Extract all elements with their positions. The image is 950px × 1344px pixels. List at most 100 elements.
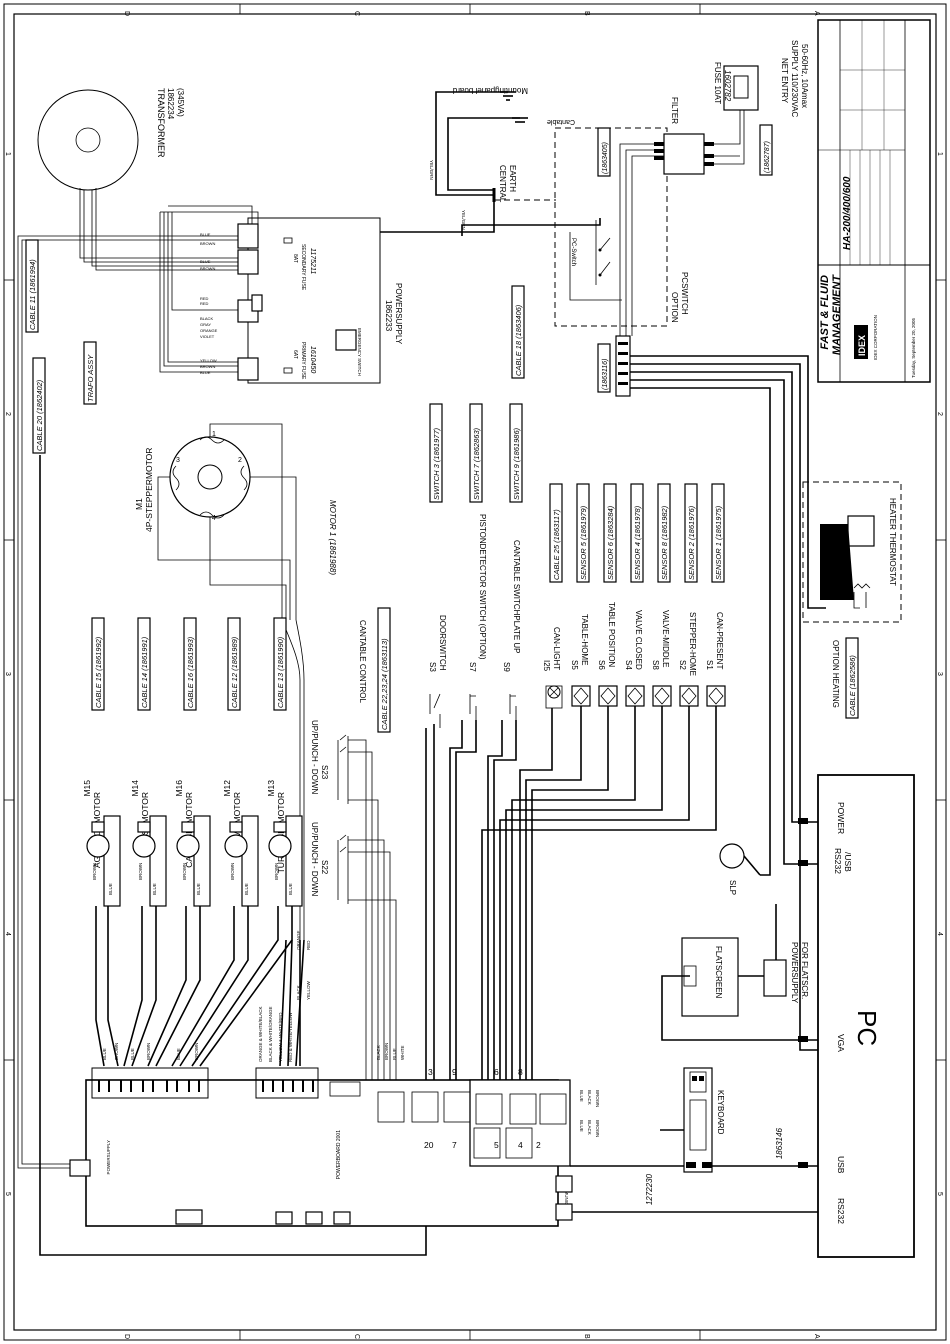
pc-port-usb: USB — [836, 1156, 846, 1174]
svg-text:BROWN: BROWN — [595, 1090, 600, 1107]
s8-code: S8 — [651, 660, 660, 670]
svg-text:BROWN: BROWN — [595, 1120, 600, 1137]
svg-text:RED: RED — [306, 940, 311, 950]
sensor-cable-can-light: CABLE 25 (1863117) — [552, 509, 561, 580]
s5-code: S5 — [570, 660, 579, 670]
cable-11-tag: CABLE 11 (1861994) — [25, 239, 39, 333]
svg-text:BROWN: BROWN — [230, 863, 235, 880]
filter-box — [663, 133, 705, 175]
drawing-title: HA-200/400/600 — [842, 176, 853, 250]
pri-fuse-code: 1610450 — [309, 346, 316, 373]
connector-9: 9 — [452, 1067, 457, 1077]
s9-code: S9 — [502, 662, 511, 672]
svg-text:BROWN: BROWN — [200, 266, 215, 271]
code-1863405: (1863405) — [602, 142, 609, 174]
s22-code: S22 — [320, 860, 329, 875]
inner-frame — [13, 13, 937, 1331]
svg-text:VIOLET: VIOLET — [200, 334, 215, 339]
s6-code: S6 — [597, 660, 606, 670]
fuse10-code: 1602782 — [723, 70, 732, 102]
connector-3: 3 — [428, 1067, 433, 1077]
date-text: Tuesday, September 20, 2005 — [911, 317, 916, 378]
option-heating-box — [802, 481, 902, 623]
svg-text:BLUE: BLUE — [392, 1048, 397, 1060]
board-powersupply-label: POWERSUPPLY — [106, 1140, 111, 1174]
connector-7: 7 — [452, 1140, 457, 1150]
cable-20-label: CABLE 20 (1862402) — [35, 379, 44, 451]
s7-code: S7 — [468, 662, 477, 672]
idex-logo — [854, 325, 868, 359]
slp-icon — [719, 843, 745, 869]
cable-1862586-label: CABLE (1862586) — [848, 655, 857, 716]
logo-text: IDEX — [857, 335, 867, 356]
cable-20-tag: CABLE 20 (1862402) — [32, 357, 46, 454]
cable-18-label: CABLE 18 (1863406) — [514, 304, 523, 376]
dc-motors — [86, 815, 303, 907]
powerboard-label: POWERBOARD 2001 — [336, 1130, 342, 1179]
svg-text:BLUE: BLUE — [152, 883, 157, 895]
s3-name: DOORSWITCH — [438, 615, 447, 671]
sec-fuse-code: 1175211 — [309, 248, 316, 274]
svg-text:BLACK: BLACK — [200, 316, 213, 321]
s2-code: S2 — [678, 660, 687, 670]
flatscreen — [681, 937, 739, 1017]
svg-text:RED & WHITE/YELLOW: RED & WHITE/YELLOW — [288, 1012, 293, 1062]
net-entry-supply: SUPPLY 110/230VAC — [790, 40, 799, 117]
zone-number: 3 — [936, 672, 943, 676]
zone-number: 4 — [936, 932, 943, 936]
connector-20: 20 — [424, 1140, 434, 1150]
svg-text:BROWN: BROWN — [138, 863, 143, 880]
svg-text:BLUE: BLUE — [196, 883, 201, 895]
sec-fuse-rating: 8AT — [292, 254, 298, 263]
s3-code: S3 — [428, 662, 437, 672]
svg-text:BROWN: BROWN — [384, 1043, 389, 1060]
svg-text:RED: RED — [200, 301, 209, 306]
svg-text:2: 2 — [238, 457, 242, 464]
company-name-line1: FAST & FLUID — [819, 275, 831, 350]
code-1863116: (1863116) — [602, 359, 609, 390]
transformer-label: TRANSFORMER — [156, 88, 166, 158]
svg-text:BLUE: BLUE — [579, 1120, 584, 1132]
zone-number: 1 — [4, 152, 11, 156]
sensor-cable-s1: SENSOR 1 (1861975) — [714, 505, 723, 580]
switch-7-tag: SWITCH 7 (1862863) — [469, 403, 483, 503]
s2-name: STEPPER-HOME — [688, 612, 697, 676]
punch-switches — [337, 734, 397, 1100]
ps-flatscr-label: POWERSUPPLY — [790, 942, 799, 1004]
cable-ctrl-label: CABLE 22,23,24 (1863113) — [380, 638, 389, 730]
switch9-label: SWITCH 9 (1861986) — [512, 427, 521, 500]
svg-text:BROWN: BROWN — [194, 1043, 199, 1060]
central-earth-label-2: EARTH — [508, 165, 517, 192]
sensor-cable-s2: SENSOR 2 (1861976) — [687, 505, 696, 580]
company-name-line2: MANAGEMENT — [831, 274, 843, 355]
s4-code: S4 — [624, 660, 633, 670]
switch-symbols — [429, 693, 517, 728]
keyboard — [683, 1067, 713, 1173]
s6-name: TABLE POSITION — [607, 602, 616, 667]
pc-port-rs232usb: RS232 — [833, 848, 843, 874]
m15-code: M15 — [82, 780, 92, 797]
option-pcswitch-label-2: PCSWITCH — [680, 272, 689, 315]
zone-letter: C — [353, 11, 360, 16]
cantable-label: Cantable — [547, 118, 575, 125]
svg-text:BLACK: BLACK — [587, 1120, 592, 1135]
s1-code: S1 — [705, 660, 714, 670]
connector-8: 8 — [518, 1067, 523, 1077]
m14-code: M14 — [130, 780, 140, 797]
svg-text:BLUE: BLUE — [200, 259, 211, 264]
option-heating-label: OPTION HEATING — [831, 640, 840, 708]
title-block: FAST & FLUID MANAGEMENT IDEX IDEX CORPOR… — [817, 19, 931, 383]
filter-label: FILTER — [670, 97, 679, 124]
s7-name: PISTONDETECTOR SWITCH (OPTION) — [478, 514, 487, 660]
svg-text:YEL/GRN: YEL/GRN — [429, 160, 434, 180]
ps-flatscr-label-2: FOR FLATSCR. — [800, 942, 809, 999]
cable14-label: CABLE 14 (1861991) — [140, 636, 149, 708]
svg-text:ORANGE & WHITE/BLACK: ORANGE & WHITE/BLACK — [258, 1006, 263, 1062]
svg-text:1: 1 — [212, 431, 216, 438]
s8-name: VALVE-MIDDLE — [661, 610, 670, 668]
connector-4: 4 — [518, 1140, 523, 1150]
svg-text:BROWN: BROWN — [182, 863, 187, 880]
svg-text:BROWN: BROWN — [114, 1043, 119, 1060]
flatscreen-label: FLATSCREEN — [714, 946, 723, 999]
powersupply-board — [247, 217, 381, 384]
